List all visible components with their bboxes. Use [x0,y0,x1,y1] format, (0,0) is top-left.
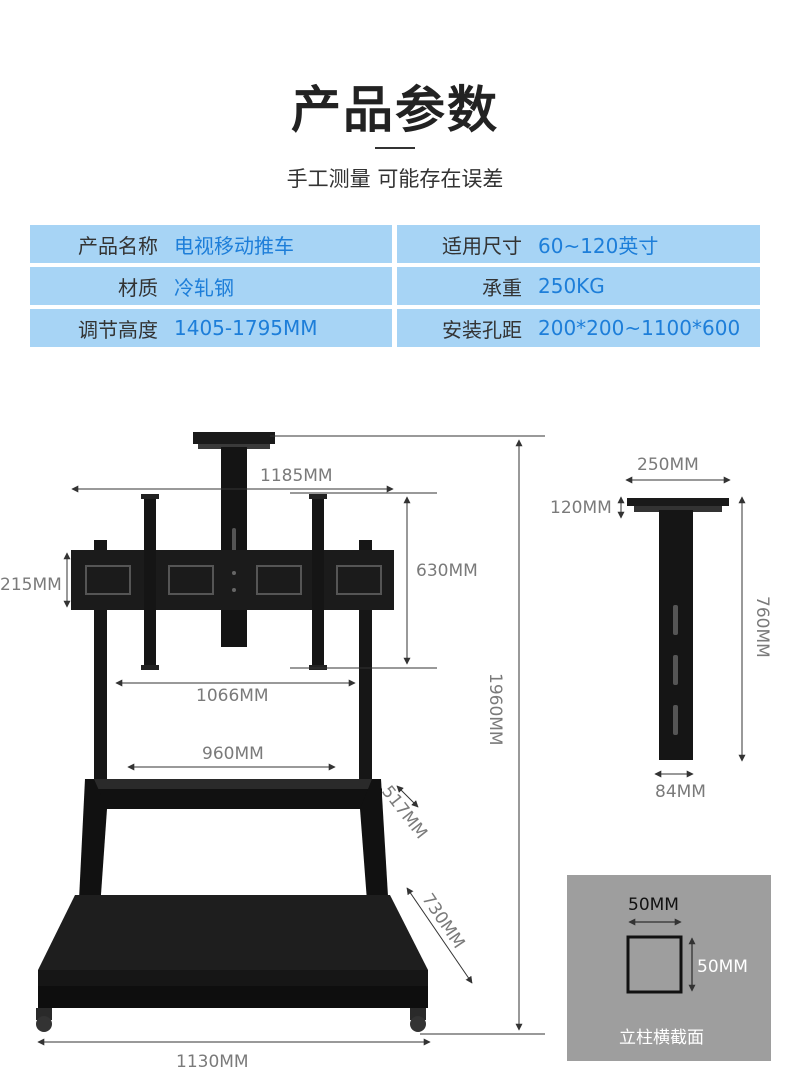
cross-section-square [626,935,683,994]
dimension-crossbar-height: 215MM [0,575,62,595]
cross-section-dimension-lines [628,918,696,992]
spec-label: 调节高度 [78,317,158,342]
base [38,895,428,1008]
dimension-bracket-height: 120MM [550,498,612,518]
dimension-bracket-width: 250MM [637,455,699,475]
shelf [86,779,382,809]
spec-row-load: 承重 250KG [397,267,760,305]
spec-row-fit-size: 适用尺寸 60~120英寸 [397,225,760,263]
column-detail [627,498,729,760]
spec-label: 适用尺寸 [442,233,522,258]
spec-row-product-name: 产品名称 电视移动推车 [30,225,392,263]
column-dimension-lines [617,476,746,778]
page-title: 产品参数 [291,81,499,139]
dimension-mount-height: 630MM [416,561,478,581]
spec-value: 1405-1795MM [174,316,318,340]
crossbar [71,550,394,610]
spec-value: 60~120英寸 [538,233,659,258]
dimension-column-length: 760MM [752,596,772,658]
dimension-shelf-width: 960MM [202,744,264,764]
spec-row-height-range: 调节高度 1405-1795MM [30,309,392,347]
spec-label: 安装孔距 [442,317,522,342]
dimension-column-spacing: 1066MM [196,686,269,706]
spec-value: 250KG [538,274,605,298]
spec-label: 承重 [482,275,522,300]
dimension-mount-width: 1185MM [260,466,333,486]
spec-value: 200*200~1100*600 [538,316,741,340]
spec-row-hole-spacing: 安装孔距 200*200~1100*600 [397,309,760,347]
spec-value: 冷轧钢 [174,275,234,300]
spec-row-material: 材质 冷轧钢 [30,267,392,305]
casters [36,1008,426,1032]
dimension-base-width: 1130MM [176,1052,249,1072]
spec-label: 产品名称 [78,233,158,258]
mounting-arms [141,494,327,670]
spec-label: 材质 [118,275,158,300]
page-subtitle: 手工测量 可能存在误差 [286,167,504,191]
top-bracket [193,432,275,647]
cross-section-height: 50MM [697,957,748,977]
dimension-total-height: 1960MM [485,673,505,746]
cross-section-caption: 立柱横截面 [619,1028,704,1048]
spec-value: 电视移动推车 [174,233,294,258]
title-divider [375,147,415,149]
cross-section-panel [567,875,771,1061]
cross-section-width: 50MM [628,895,679,915]
dimension-column-width: 84MM [655,782,706,802]
dimension-lines [37,435,545,1046]
